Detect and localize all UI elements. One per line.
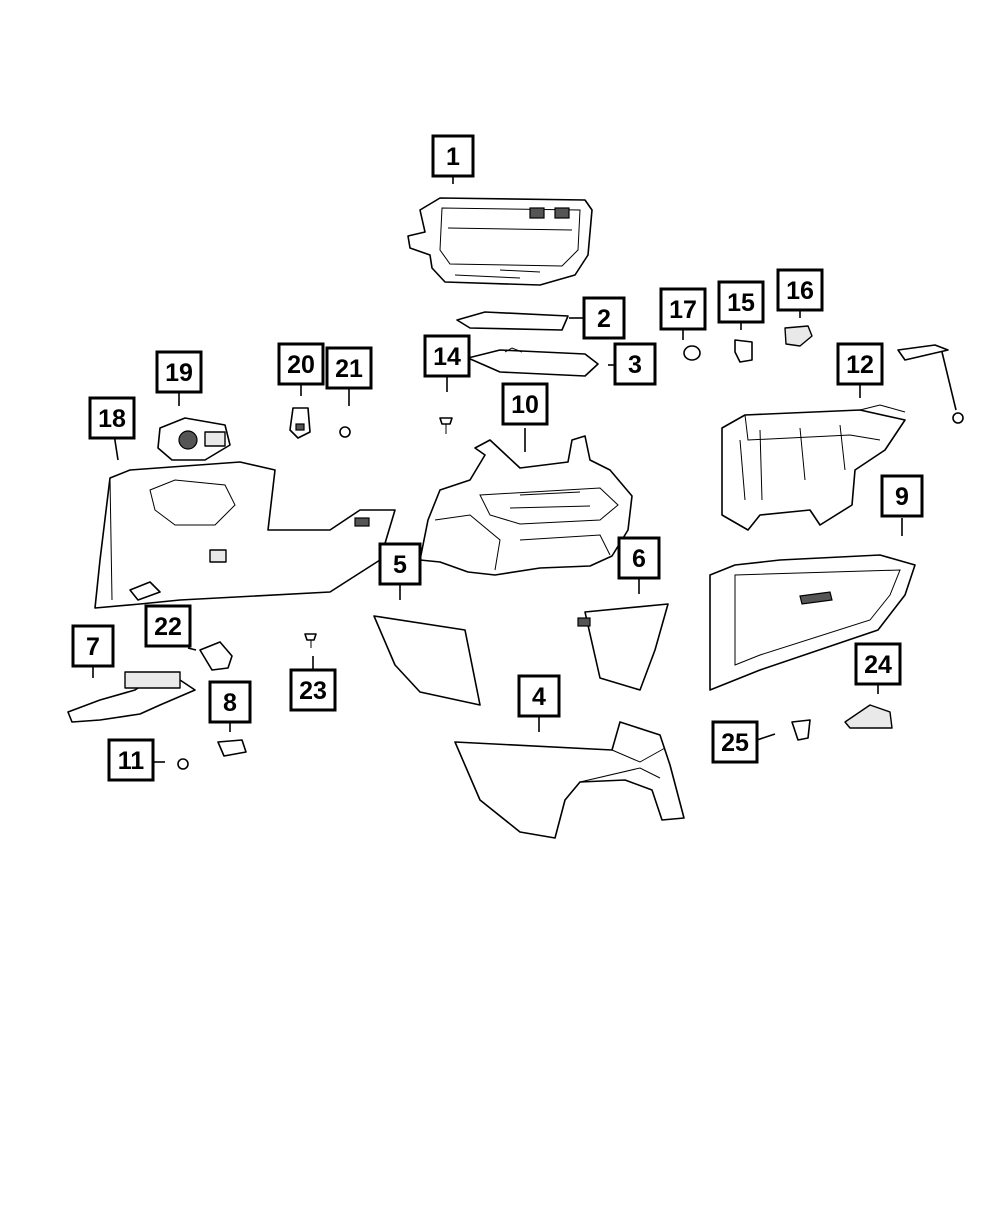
- callout-12-label: 12: [846, 351, 874, 379]
- callout-24: 24: [854, 642, 902, 686]
- part-14-screw: [439, 417, 453, 434]
- part-11-screw: [177, 758, 189, 770]
- callout-1: 1: [431, 134, 475, 178]
- callout-14: 14: [423, 334, 471, 378]
- callout-10: 10: [501, 382, 549, 426]
- callout-14-label: 14: [433, 343, 461, 371]
- callout-7: 7: [71, 624, 115, 668]
- callout-15: 15: [717, 280, 765, 324]
- part-4-console-shroud: [454, 721, 685, 839]
- callout-9: 9: [880, 474, 924, 518]
- part-24-latch: [844, 704, 893, 729]
- part-20-connector: [289, 407, 311, 439]
- callout-9-label: 9: [895, 483, 909, 511]
- callout-15-label: 15: [727, 289, 755, 317]
- part-8-clip: [217, 739, 247, 757]
- callout-6: 6: [617, 536, 661, 580]
- part-2-plate: [456, 311, 569, 331]
- part-7-bracket: [67, 671, 196, 723]
- callout-20: 20: [277, 342, 325, 386]
- callout-8: 8: [208, 680, 252, 724]
- part-19-switch-module: [157, 417, 231, 461]
- callout-4-label: 4: [532, 683, 546, 711]
- callout-23: 23: [289, 668, 337, 712]
- part-15-clip: [734, 339, 753, 363]
- callout-11-label: 11: [118, 747, 145, 775]
- callout-18: 18: [88, 396, 136, 440]
- part-9-glovebox-door: [709, 554, 916, 691]
- callout-20-label: 20: [287, 351, 315, 379]
- callout-5: 5: [378, 542, 422, 586]
- callout-25: 25: [711, 720, 759, 764]
- callout-2-label: 2: [597, 305, 611, 333]
- part-25-bumper: [791, 719, 811, 741]
- callout-17: 17: [659, 287, 707, 331]
- callout-21-label: 21: [335, 355, 363, 383]
- callout-22: 22: [144, 604, 192, 648]
- callout-12: 12: [836, 342, 884, 386]
- callout-7-label: 7: [86, 633, 100, 661]
- part-17-grommet: [683, 345, 701, 361]
- part-22-bracket: [199, 641, 233, 671]
- callout-22-label: 22: [154, 613, 182, 641]
- part-6-side-panel: [577, 603, 669, 691]
- part-3-plate: [467, 347, 599, 377]
- callout-2: 2: [582, 296, 626, 340]
- callout-4: 4: [517, 674, 561, 718]
- leader-lines: [92, 176, 903, 763]
- part-21-clip: [339, 426, 351, 438]
- callout-17-label: 17: [669, 296, 697, 324]
- part-1-bezel: [407, 197, 593, 286]
- callout-19: 19: [155, 350, 203, 394]
- part-23-pushpin: [304, 633, 317, 648]
- strap-wire: [897, 344, 964, 424]
- callout-10-label: 10: [511, 391, 539, 419]
- part-5-side-panel: [373, 615, 481, 706]
- part-12-glovebox-bin: [721, 404, 906, 531]
- callout-19-label: 19: [165, 359, 193, 387]
- part-10-console-body: [419, 435, 633, 576]
- part-18-lower-panel: [94, 461, 396, 609]
- callout-8-label: 8: [223, 689, 237, 717]
- callout-3-label: 3: [628, 351, 642, 379]
- callout-24-label: 24: [864, 651, 892, 679]
- callout-16: 16: [776, 268, 824, 312]
- part-16-clip: [784, 325, 813, 347]
- callout-21: 21: [325, 346, 373, 390]
- callout-3: 3: [613, 342, 657, 386]
- callout-11: 11: [107, 738, 155, 782]
- callout-5-label: 5: [393, 551, 407, 579]
- callout-23-label: 23: [299, 677, 327, 705]
- callout-1-label: 1: [446, 143, 460, 171]
- callout-6-label: 6: [632, 545, 646, 573]
- callout-18-label: 18: [98, 405, 126, 433]
- callout-25-label: 25: [721, 729, 749, 757]
- callout-16-label: 16: [786, 277, 814, 305]
